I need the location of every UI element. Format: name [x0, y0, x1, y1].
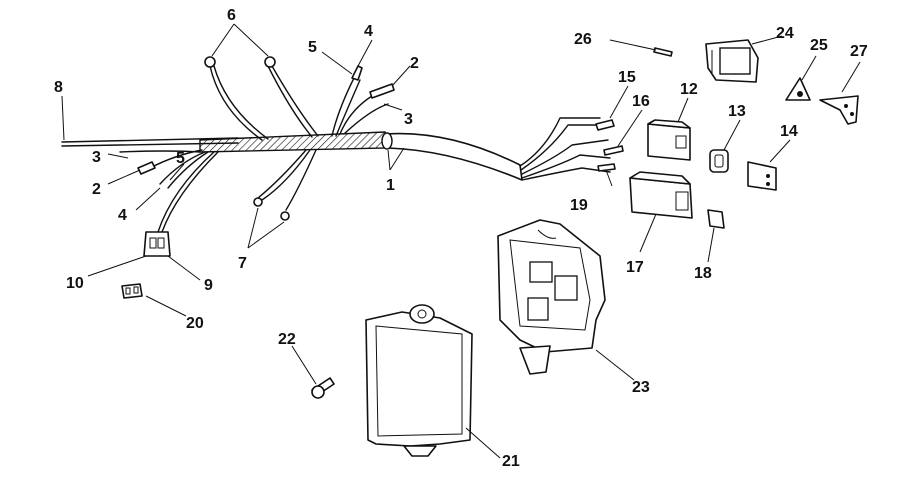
mounting-bracket-23 [497, 219, 606, 375]
callout-labels: 6 4 5 2 3 8 3 5 2 4 1 7 10 9 20 22 21 23… [54, 7, 868, 470]
callout-3-left: 3 [92, 149, 101, 166]
connector-17 [629, 171, 693, 219]
clip-18 [707, 209, 725, 229]
callout-14: 14 [780, 123, 798, 140]
screw-22 [311, 377, 335, 399]
callout-18: 18 [694, 265, 712, 282]
callout-24: 24 [776, 25, 794, 42]
callout-21: 21 [502, 453, 520, 470]
connector-24 [705, 39, 759, 83]
seal-13 [709, 149, 729, 173]
callout-19: 19 [570, 197, 588, 214]
callout-20: 20 [186, 315, 204, 332]
screw-26 [653, 47, 673, 57]
pins-15-16 [595, 119, 624, 156]
callout-5-top: 5 [308, 39, 317, 56]
callout-1: 1 [386, 177, 395, 194]
pin-19 [597, 163, 616, 172]
callout-17: 17 [626, 259, 644, 276]
callout-15: 15 [618, 69, 636, 86]
callout-23: 23 [632, 379, 650, 396]
callout-8: 8 [54, 79, 63, 96]
fuse-20 [121, 283, 143, 299]
callout-7: 7 [238, 255, 247, 272]
callout-4-left: 4 [118, 207, 127, 224]
module-21 [365, 304, 473, 457]
bracket-27 [819, 95, 859, 125]
grommet-25 [785, 77, 811, 101]
callout-2-top: 2 [410, 55, 419, 72]
callout-22: 22 [278, 331, 296, 348]
callout-3-top: 3 [404, 111, 413, 128]
connector-12 [647, 119, 691, 161]
callout-16: 16 [632, 93, 650, 110]
callout-9: 9 [204, 277, 213, 294]
wiring-harness [61, 56, 611, 257]
plate-14 [747, 161, 777, 191]
callout-10: 10 [66, 275, 84, 292]
callout-27: 27 [850, 43, 868, 60]
callout-13: 13 [728, 103, 746, 120]
callout-26: 26 [574, 31, 592, 48]
callout-12: 12 [680, 81, 698, 98]
leader-lines [61, 23, 861, 459]
callout-5-left: 5 [176, 150, 185, 167]
callout-6: 6 [227, 7, 236, 24]
callout-25: 25 [810, 37, 828, 54]
callout-4-top: 4 [364, 23, 373, 40]
callout-2-left: 2 [92, 181, 101, 198]
